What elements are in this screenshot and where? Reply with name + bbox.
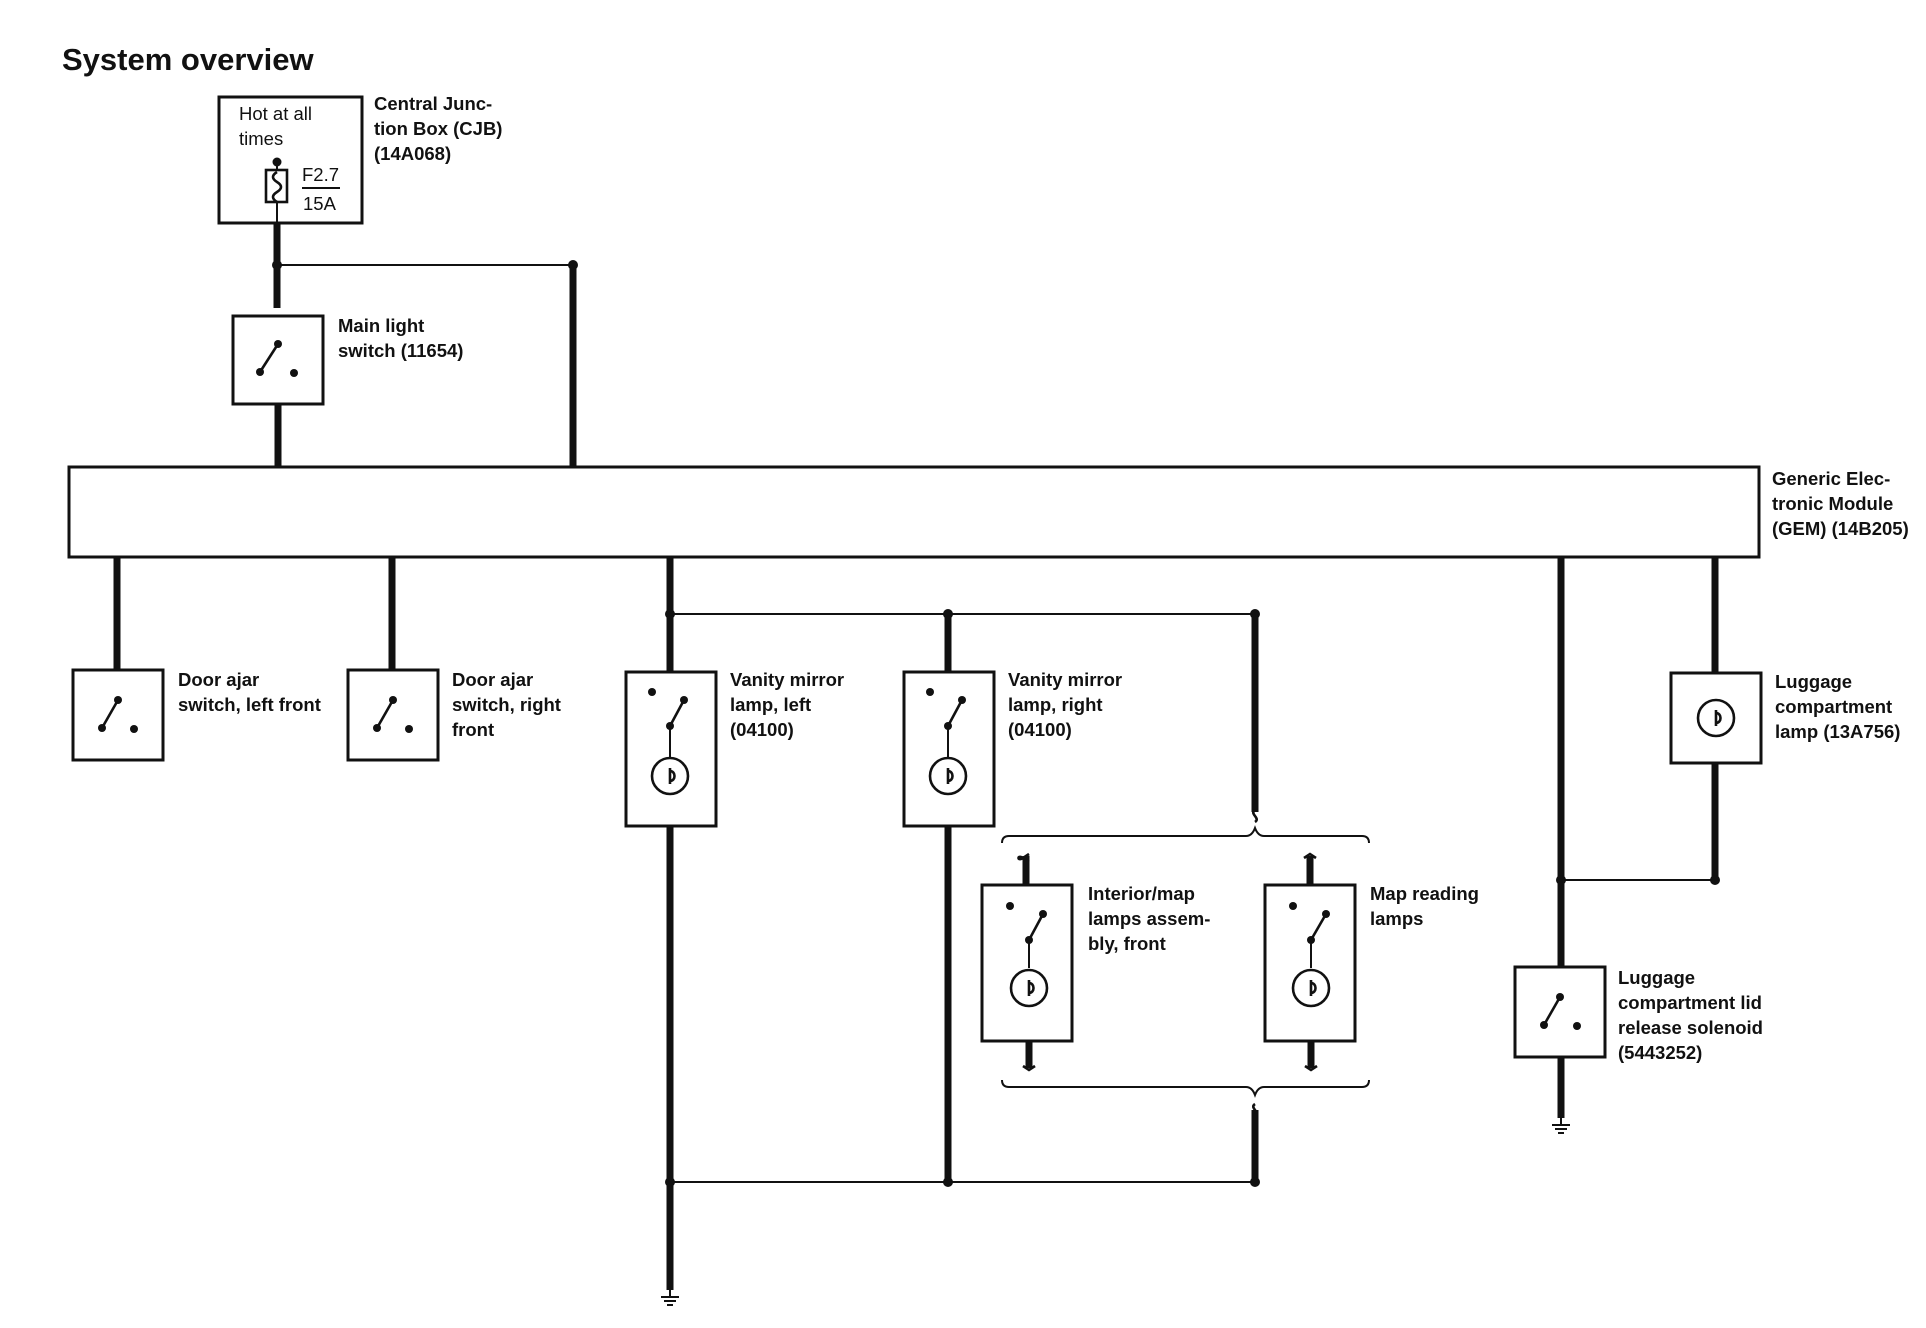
interior-map-label-2: lamps assem-	[1088, 908, 1210, 929]
fuse-id: F2.7	[302, 164, 339, 185]
main-light-switch-label-1: Main light	[338, 315, 424, 336]
cjb-supply-line-1: Hot at all	[239, 103, 312, 124]
vanity-right-label-3: (04100)	[1008, 719, 1072, 740]
door-ajar-rf-label-1: Door ajar	[452, 669, 533, 690]
gem-label-2: tronic Module	[1772, 493, 1893, 514]
luggage-solenoid-label-3: release solenoid	[1618, 1017, 1763, 1038]
generic-electronic-module	[67, 465, 1761, 559]
top-brace	[1001, 825, 1370, 844]
door-ajar-switch-left-front	[71, 668, 165, 762]
main-light-switch-label-2: switch (11654)	[338, 340, 463, 361]
door-ajar-rf-label-3: front	[452, 719, 494, 740]
main-light-switch	[231, 314, 325, 406]
ground-icon	[661, 1290, 679, 1306]
interior-map-lamps-assembly-front	[980, 883, 1074, 1043]
switch-icon	[256, 340, 298, 377]
luggage-compartment-lid-release-solenoid	[1513, 965, 1607, 1059]
cjb-supply-line-2: times	[239, 128, 283, 149]
lamp-icon	[1009, 968, 1049, 1008]
central-junction-box: Hot at all times F2.7 15A	[217, 95, 364, 225]
cjb-label-1: Central Junc-	[374, 93, 492, 114]
map-reading-label-2: lamps	[1370, 908, 1423, 929]
luggage-solenoid-label-4: (5443252)	[1618, 1042, 1702, 1063]
vanity-mirror-lamp-left	[624, 670, 718, 828]
door-ajar-switch-right-front	[346, 668, 440, 762]
cjb-label-3: (14A068)	[374, 143, 451, 164]
interior-map-label-3: bly, front	[1088, 933, 1166, 954]
switch-icon	[1540, 993, 1581, 1030]
lamp-icon	[650, 756, 690, 796]
door-ajar-lf-label-2: switch, left front	[178, 694, 321, 715]
vanity-left-label-3: (04100)	[730, 719, 794, 740]
switch-icon	[373, 696, 413, 733]
map-reading-lamps	[1263, 883, 1357, 1043]
switch-icon	[1006, 902, 1047, 968]
vanity-left-label-2: lamp, left	[730, 694, 811, 715]
vanity-right-label-2: lamp, right	[1008, 694, 1103, 715]
map-reading-label-1: Map reading	[1370, 883, 1479, 904]
switch-icon	[648, 688, 688, 758]
vanity-right-label-1: Vanity mirror	[1008, 669, 1122, 690]
gem-label-3: (GEM) (14B205)	[1772, 518, 1909, 539]
luggage-compartment-lamp	[1669, 671, 1763, 765]
gem-label-1: Generic Elec-	[1772, 468, 1890, 489]
lamp-icon	[928, 756, 968, 796]
lamp-icon	[1291, 968, 1331, 1008]
vanity-mirror-lamp-right	[902, 670, 996, 828]
switch-icon	[926, 688, 966, 758]
door-ajar-lf-label-1: Door ajar	[178, 669, 259, 690]
fuse-rating: 15A	[303, 193, 337, 214]
fuse-icon	[264, 157, 289, 223]
luggage-solenoid-label-2: compartment lid	[1618, 992, 1762, 1013]
switch-icon	[1289, 902, 1330, 968]
cjb-label-2: tion Box (CJB)	[374, 118, 502, 139]
vanity-left-label-1: Vanity mirror	[730, 669, 844, 690]
ground-icon	[1552, 1118, 1570, 1134]
luggage-lamp-label-3: lamp (13A756)	[1775, 721, 1900, 742]
switch-icon	[98, 696, 138, 733]
luggage-solenoid-label-1: Luggage	[1618, 967, 1695, 988]
bottom-brace	[1001, 1079, 1370, 1098]
luggage-lamp-label-1: Luggage	[1775, 671, 1852, 692]
lamp-icon	[1696, 698, 1736, 738]
diagram-title: System overview	[62, 42, 314, 77]
luggage-lamp-label-2: compartment	[1775, 696, 1892, 717]
door-ajar-rf-label-2: switch, right	[452, 694, 561, 715]
interior-map-label-1: Interior/map	[1088, 883, 1195, 904]
